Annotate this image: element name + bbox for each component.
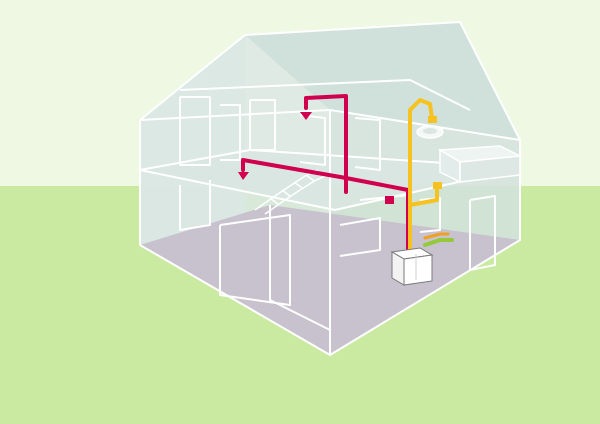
extract-duct bbox=[408, 98, 439, 252]
outdoor-duct-orange bbox=[423, 232, 450, 240]
outdoor-duct bbox=[423, 238, 454, 247]
ventilation-unit-icon bbox=[390, 247, 434, 286]
wall-lines bbox=[139, 21, 521, 356]
bathtub-icon bbox=[437, 145, 523, 184]
supply-vent-icon bbox=[238, 112, 394, 204]
extract-vent-icon bbox=[428, 116, 442, 189]
sink-icon bbox=[416, 125, 444, 139]
staircase bbox=[254, 169, 329, 215]
